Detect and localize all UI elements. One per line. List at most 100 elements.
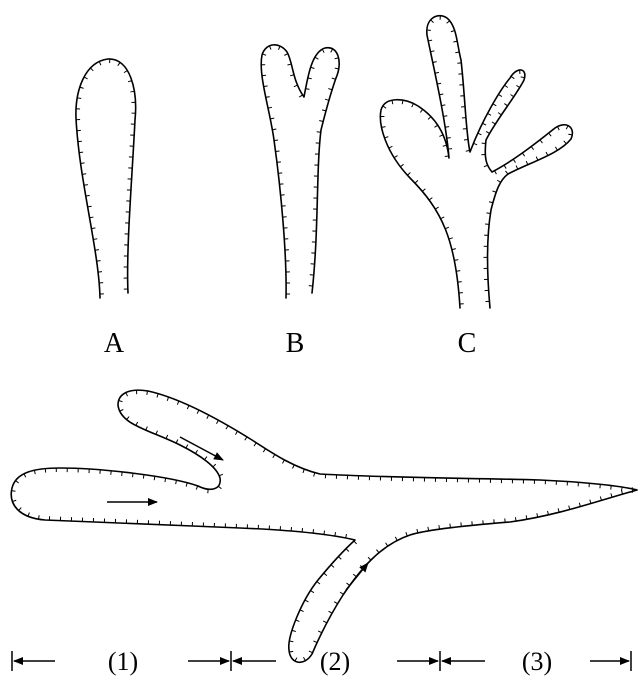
outline-tick [154,476,155,480]
outline-tick [504,165,506,168]
outline-tick [196,486,198,490]
outline-tick [324,531,325,535]
outline-tick [226,426,228,429]
outline-tick [389,146,393,148]
outline-tick [505,171,507,174]
outline-tick [95,250,99,251]
outline-tick [177,401,179,405]
outline-tick [522,153,524,156]
outline-tick [126,393,128,397]
outline-tick [284,54,288,56]
outline-tick [360,565,363,568]
outline-tick [422,189,425,192]
outline-ticks [11,390,633,661]
outline-tick [566,126,568,130]
outline-tick [293,465,295,469]
outline-tick [82,174,86,175]
outline-tick [564,141,567,144]
outline-tick [555,147,557,150]
outline-tick [165,478,166,482]
shape-c-outline [380,16,572,308]
outline-tick [124,71,127,73]
outline-tick [516,85,519,87]
outline-tick [294,85,298,87]
outline-tick [118,62,120,65]
outline-tick [441,217,445,219]
outline-tick [322,110,326,111]
outline-tick [276,151,280,152]
outline-tick [84,77,88,79]
label-b: B [286,328,305,359]
outline-tick [84,185,88,186]
outline-tick [335,68,339,69]
outline-tick [147,391,148,395]
outline-tick [12,500,16,501]
outline-tick [167,397,168,401]
outline-tick [295,658,297,661]
outline-tick [157,394,158,398]
outline-tick [456,271,460,272]
outline-tick [269,46,271,50]
outline-tick [484,165,488,167]
outline-tick [478,133,482,135]
outline-tick [128,81,132,82]
outline-tick [299,95,302,97]
outline-tick [435,207,438,209]
outline-tick [90,217,94,218]
outline-tick [511,76,514,78]
outline-tick [415,180,418,183]
outline-tick [292,630,296,631]
outline-tick [186,483,187,487]
outline-tick [557,127,559,131]
outline-tick [498,113,501,115]
outline-tick [353,574,356,576]
outline-tick [346,549,349,552]
outline-tick [278,46,280,50]
outline-tick [176,439,178,443]
outline-tick [622,487,623,491]
outline-tick [368,557,371,560]
outline-tick [313,641,317,643]
outline-tick [400,164,403,166]
outline-tick [309,651,313,653]
outline-tick [420,109,422,112]
outline-tick [395,537,397,541]
outline-tick [434,125,437,127]
outline-tick [77,98,81,99]
outline-tick [213,464,216,467]
outline-tick [315,57,318,59]
outline-tick [497,180,500,182]
outline-tick [331,49,333,52]
outline-tick [489,202,493,203]
outline-tick [19,508,22,511]
outline-tick [197,410,199,414]
outline-tick [493,104,496,106]
outline-tick [540,140,542,143]
outline-ticks [261,46,339,294]
outline-tick [447,21,450,23]
outline-tick [81,163,85,164]
shape-b-outline [261,45,339,298]
outline-tick [130,91,134,92]
label-a: A [104,328,125,359]
outline-tick [482,123,486,125]
outline-tick [263,449,265,452]
outline-tick [38,515,39,519]
outline-tick [495,171,497,175]
outline-tick [219,474,223,476]
outline-tick [451,31,455,32]
outline-tick [394,156,397,158]
outline-tick [262,54,266,55]
outline-tick [86,195,90,196]
segment-label-2: (2) [320,647,350,676]
outline-tick [505,85,508,87]
outline-tick [11,491,15,492]
outline-ticks [76,59,135,294]
outline-tick [511,94,514,96]
outline-tick [439,525,440,529]
outline-tick [272,129,276,130]
outline-tick [498,94,501,96]
outline-tick [536,157,538,161]
outline-tick [447,138,451,139]
